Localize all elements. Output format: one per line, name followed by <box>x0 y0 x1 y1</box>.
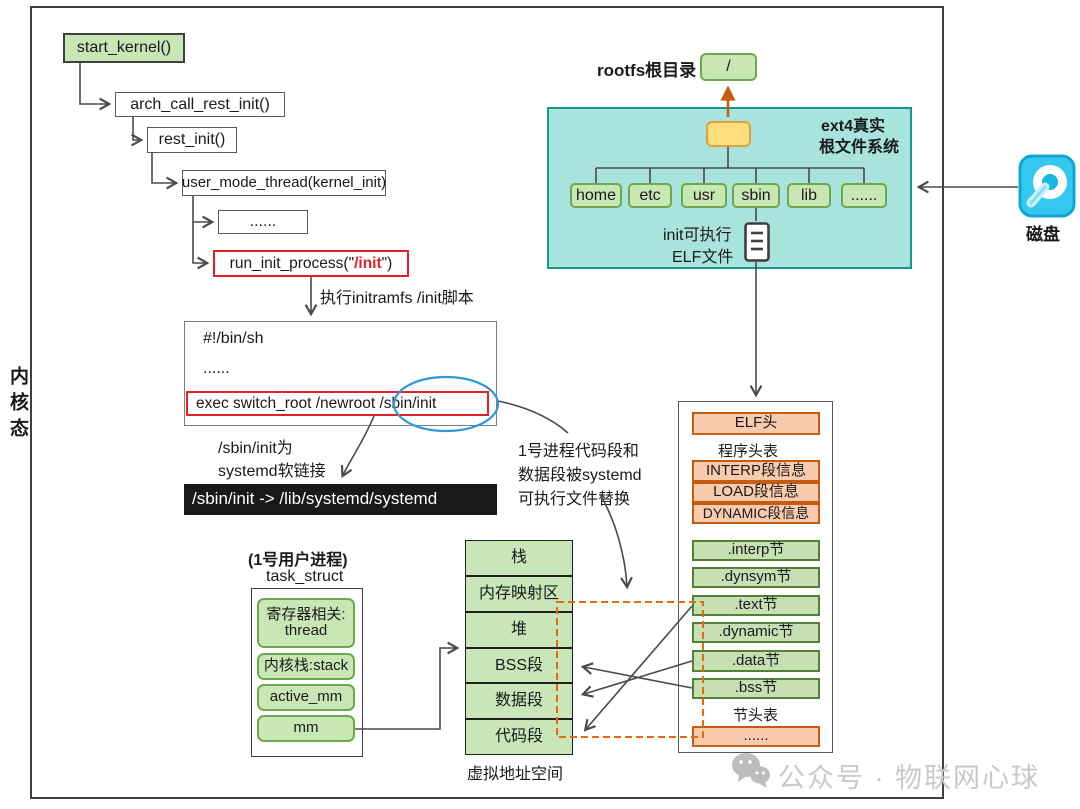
root-inode-box <box>706 121 751 147</box>
rootfs-label: rootfs根目录 <box>597 61 697 80</box>
interp-section-cell: .interp节 <box>692 540 820 561</box>
dynsym-section-cell: .dynsym节 <box>692 567 820 588</box>
vas-caption: 虚拟地址空间 <box>467 766 564 783</box>
wechat-icon <box>731 751 771 789</box>
ellipsis-box: ...... <box>218 210 308 234</box>
user-mode-thread-box: user_mode_thread(kernel_init) <box>182 170 386 196</box>
load-segment-cell: LOAD段信息 <box>692 482 820 503</box>
dir-usr: usr <box>681 183 727 208</box>
mm-field: mm <box>257 715 355 742</box>
task-struct-title-paren: (1号用户进程) <box>248 552 348 569</box>
run-init-prefix: run_init_process(" <box>229 254 355 272</box>
stack-field: 内核栈:stack <box>257 653 355 680</box>
data-section-cell: .data节 <box>692 650 820 672</box>
dir-ellipsis: ...... <box>841 183 887 208</box>
replace-note-line2: 数据段被systemd <box>518 467 642 484</box>
kernel-mode-label: 内核态 <box>7 366 28 444</box>
run-init-process-box: run_init_process("/init") <box>213 250 409 277</box>
symlink-note-line1: /sbin/init为 <box>218 440 293 457</box>
thread-field-line2: thread <box>284 622 328 639</box>
rest-init-box: rest_init() <box>147 127 237 153</box>
thread-field: 寄存器相关: thread <box>257 598 355 648</box>
replace-note-line3: 可执行文件替换 <box>518 491 631 508</box>
dir-etc: etc <box>628 183 672 208</box>
active-mm-field: active_mm <box>257 684 355 711</box>
vas-row-text: 代码段 <box>465 719 573 755</box>
dir-sbin: sbin <box>732 183 780 208</box>
shebang-line: #!/bin/sh <box>203 330 264 347</box>
exec-script-label: 执行initramfs /init脚本 <box>320 290 474 307</box>
script-ellipsis-line: ...... <box>203 360 230 377</box>
arch-call-rest-init-box: arch_call_rest_init() <box>115 92 285 117</box>
disk-label: 磁盘 <box>1026 225 1060 244</box>
text-section-cell: .text节 <box>692 595 820 616</box>
vas-row-stack: 栈 <box>465 540 573 576</box>
elf-file-icon <box>744 222 770 262</box>
ext4-title-line1: ext4真实 <box>821 118 886 135</box>
symlink-note-line2: systemd软链接 <box>218 463 326 480</box>
vas-row-heap: 堆 <box>465 612 573 648</box>
init-elf-note-line1: init可执行 <box>663 227 732 244</box>
root-slash-box: / <box>700 53 757 81</box>
start-kernel-box: start_kernel() <box>63 33 185 63</box>
vas-row-bss: BSS段 <box>465 648 573 683</box>
vas-row-data: 数据段 <box>465 683 573 719</box>
run-init-suffix: ") <box>381 254 393 272</box>
disk-icon <box>1018 154 1076 218</box>
bss-section-cell: .bss节 <box>692 678 820 699</box>
thread-field-line1: 寄存器相关: <box>266 605 346 623</box>
program-header-table-label: 程序头表 <box>718 443 779 460</box>
symlink-target-box: /sbin/init -> /lib/systemd/systemd <box>184 484 497 515</box>
dir-home: home <box>570 183 622 208</box>
exec-switch-root-line: exec switch_root /newroot /sbin/init <box>186 391 489 416</box>
ext4-title-line2: 根文件系统 <box>819 139 900 156</box>
run-init-path: /init <box>354 254 382 272</box>
watermark-text: 公众号 · 物联网心球 <box>778 763 1040 793</box>
interp-segment-cell: INTERP段信息 <box>692 460 820 482</box>
exec-line-text: exec switch_root /newroot /sbin/init <box>196 394 437 412</box>
elf-header-cell: ELF头 <box>692 412 820 435</box>
dynamic-section-cell: .dynamic节 <box>692 622 820 643</box>
main-frame <box>30 6 944 799</box>
elf-ellipsis-cell: ...... <box>692 726 820 747</box>
init-elf-note-line2: ELF文件 <box>672 249 734 266</box>
replace-note-line1: 1号进程代码段和 <box>518 443 639 460</box>
task-struct-title: task_struct <box>266 568 344 585</box>
vas-row-mmap: 内存映射区 <box>465 576 573 612</box>
dir-lib: lib <box>787 183 831 208</box>
section-header-table-label: 节头表 <box>733 707 779 724</box>
dynamic-segment-cell: DYNAMIC段信息 <box>692 503 820 524</box>
